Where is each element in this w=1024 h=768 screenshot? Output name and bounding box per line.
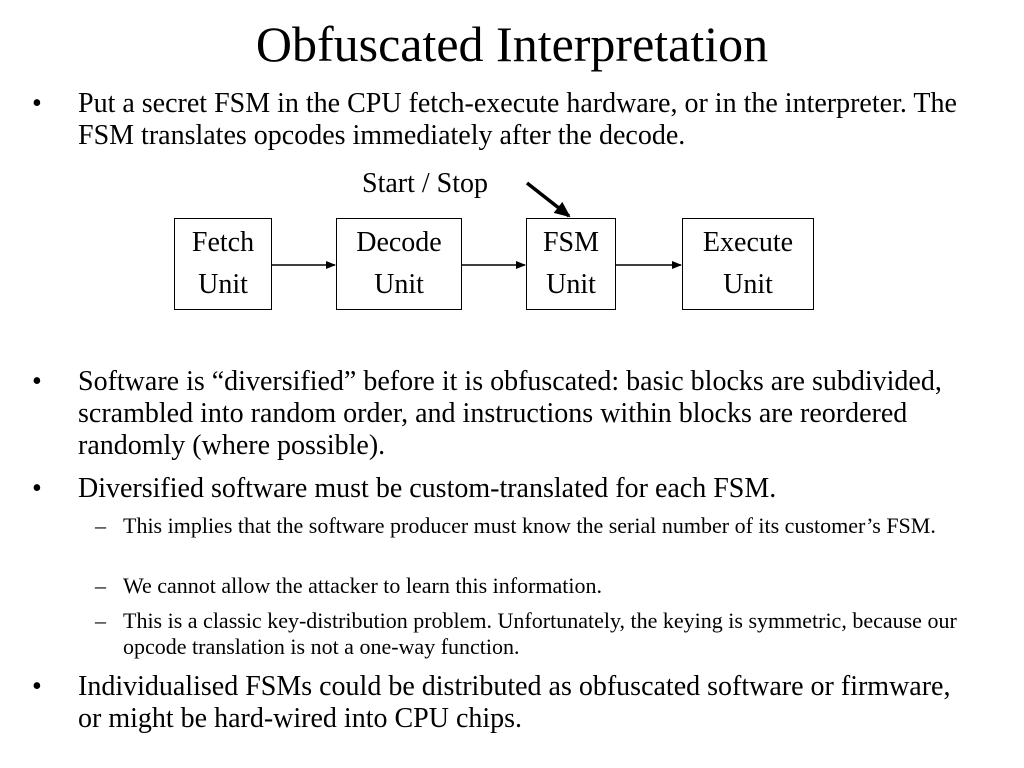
start-stop-label: Start / Stop [362, 168, 489, 199]
fetch-unit-box: Fetch Unit [174, 218, 272, 310]
decode-unit-box: Decode Unit [336, 218, 462, 310]
unit-label-line1: Fetch [191, 227, 255, 258]
execute-unit-box: Execute Unit [682, 218, 814, 310]
unit-label-line1: Execute [702, 227, 794, 258]
unit-label-line2: Unit [374, 269, 424, 300]
unit-label-line1: Decode [356, 227, 442, 258]
bullet-symbol: • [32, 473, 42, 504]
unit-label-line2: Unit [198, 269, 248, 300]
sub-bullet-symbol: – [95, 513, 106, 538]
bullet-symbol: • [32, 671, 42, 702]
bullet-text: Individualised FSMs could be distributed… [78, 671, 951, 734]
bullet-text: Put a secret FSM in the CPU fetch-execut… [78, 88, 957, 151]
bullet-text: Diversified software must be custom-tran… [78, 473, 777, 504]
slide-title: Obfuscated Interpretation [255, 16, 769, 72]
bullet-text: Software is “diversified” before it is o… [78, 366, 942, 461]
sub-bullet-text: This is a classic key-distribution probl… [123, 608, 957, 659]
unit-label-line1: FSM [542, 227, 600, 258]
unit-label-line2: Unit [546, 269, 596, 300]
sub-bullet-symbol: – [95, 608, 106, 633]
sub-bullet-text: This implies that the software producer … [123, 513, 936, 538]
bullet-symbol: • [32, 88, 42, 119]
arrow-start-stop-to-fsm [525, 181, 571, 218]
sub-bullet-symbol: – [95, 573, 106, 598]
unit-label-line2: Unit [723, 269, 773, 300]
bullet-symbol: • [32, 366, 42, 397]
fsm-unit-box: FSM Unit [526, 218, 616, 310]
sub-bullet-text: We cannot allow the attacker to learn th… [123, 573, 603, 598]
